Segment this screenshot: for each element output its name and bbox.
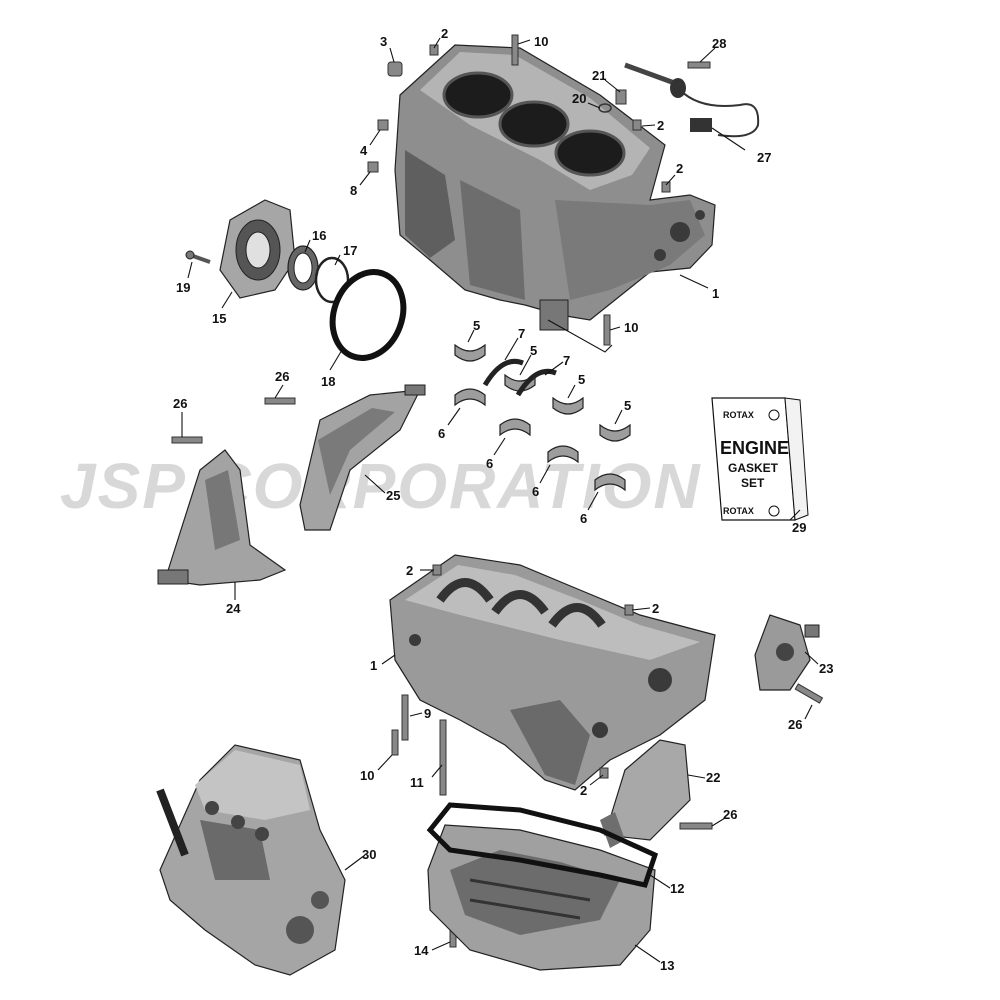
leader-lines [181, 37, 819, 963]
front-cover [219, 199, 296, 299]
callout-4: 4 [360, 143, 368, 158]
thrust-washers [482, 358, 557, 397]
callout-26d: 26 [723, 807, 737, 822]
upper-crankcase [394, 44, 716, 331]
engine-mount-23 [754, 614, 820, 691]
callout-23: 23 [819, 661, 833, 676]
gasket-line3: SET [741, 476, 765, 490]
gasket-set-card: ROTAX ENGINE GASKET SET ROTAX [711, 397, 809, 521]
callout-26a: 26 [275, 369, 289, 384]
callout-2d: 2 [406, 563, 413, 578]
callout-19: 19 [176, 280, 190, 295]
callout-5c: 5 [578, 372, 585, 387]
callout-2e: 2 [652, 601, 659, 616]
bearing-shells [454, 343, 631, 492]
oil-seal [287, 245, 319, 291]
callout-17: 17 [343, 243, 357, 258]
sensor-harness [598, 61, 760, 138]
lower-crankcase [389, 554, 716, 791]
callout-3: 3 [380, 34, 387, 49]
callout-2c: 2 [676, 161, 683, 176]
callout-10c: 10 [360, 768, 374, 783]
callout-30: 30 [362, 847, 376, 862]
callout-6a: 6 [438, 426, 445, 441]
callout-5a: 5 [473, 318, 480, 333]
callout-12: 12 [670, 881, 684, 896]
callout-22: 22 [706, 770, 720, 785]
callout-25: 25 [386, 488, 400, 503]
callout-2b: 2 [657, 118, 664, 133]
callout-6c: 6 [532, 484, 539, 499]
callout-6b: 6 [486, 456, 493, 471]
gasket-line1: ENGINE [720, 438, 789, 458]
oil-pan-gasket [426, 802, 659, 888]
callout-2a: 2 [441, 26, 448, 41]
callout-10a: 10 [534, 34, 548, 49]
callout-5b: 5 [530, 343, 537, 358]
callout-16: 16 [312, 228, 326, 243]
bolts [171, 34, 824, 948]
callout-20: 20 [572, 91, 586, 106]
callout-11: 11 [410, 775, 424, 790]
cover-gasket [329, 269, 407, 361]
screw-19 [185, 250, 211, 264]
callout-8: 8 [350, 183, 357, 198]
gasket-line2: GASKET [728, 461, 779, 475]
callout-numbers: 3 2 10 28 21 20 2 27 2 4 8 1 16 17 19 15… [173, 26, 833, 973]
callout-26b: 26 [173, 396, 187, 411]
watermark-text: JSP CORPORATION [60, 450, 702, 522]
callout-18: 18 [321, 374, 335, 389]
callout-29: 29 [792, 520, 806, 535]
callout-27: 27 [757, 150, 771, 165]
gasket-brand-bottom: ROTAX [723, 506, 754, 516]
callout-24: 24 [226, 601, 241, 616]
callout-15: 15 [212, 311, 226, 326]
oil-pan [427, 824, 656, 971]
complete-engine [156, 744, 346, 976]
callout-5d: 5 [624, 398, 631, 413]
callout-1a: 1 [712, 286, 719, 301]
callout-9: 9 [424, 706, 431, 721]
callout-6d: 6 [580, 511, 587, 526]
callout-7b: 7 [563, 353, 570, 368]
callout-21: 21 [592, 68, 606, 83]
engine-bracket-25 [299, 384, 426, 531]
callout-2f: 2 [580, 783, 587, 798]
callout-26c: 26 [788, 717, 802, 732]
callout-13: 13 [660, 958, 674, 973]
callout-1b: 1 [370, 658, 377, 673]
callout-14: 14 [414, 943, 429, 958]
callout-28: 28 [712, 36, 726, 51]
callout-10b: 10 [624, 320, 638, 335]
engine-bracket-24 [157, 449, 287, 586]
gasket-brand-top: ROTAX [723, 410, 754, 420]
callout-7a: 7 [518, 326, 525, 341]
